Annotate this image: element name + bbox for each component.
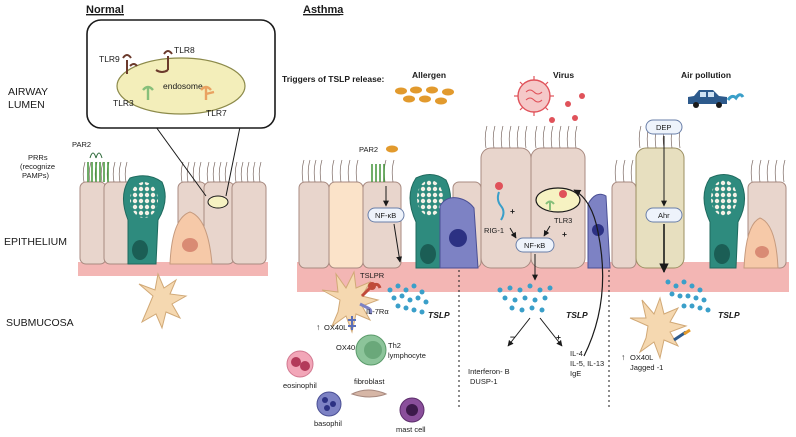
plus-sign-2: + (562, 229, 567, 239)
prr-receptors-normal (87, 162, 109, 182)
endosome-label: endosome (163, 81, 203, 91)
par2-label-asthma: PAR2 (359, 145, 378, 154)
mast-cell (399, 397, 425, 423)
prrs-label-3: PAMPs) (22, 171, 49, 180)
basophil-label: basophil (314, 419, 342, 428)
basal-cell-normal (169, 211, 213, 265)
tlr3-label-asthma: TLR3 (554, 216, 572, 225)
th2-label-2: lymphocyte (388, 351, 426, 360)
rig1-receptor (496, 191, 505, 221)
ox40l-label-1: OX40L (324, 323, 347, 332)
ox40-receptor (348, 316, 356, 330)
tlr3-receptor-asthma (545, 200, 555, 210)
virus-label: Virus (553, 70, 574, 80)
goblet-cell-normal (123, 175, 166, 265)
nfkb-pill-1 (367, 207, 405, 223)
damaged-cell-2 (587, 193, 611, 269)
jagged1-icon (673, 328, 691, 342)
il7ra-label: IL-7Rα (366, 307, 389, 316)
ox40-label: OX40 (336, 343, 355, 352)
dendritic-cell-normal (138, 272, 188, 330)
goblet-cell-asthma-2 (703, 174, 745, 269)
tslp-label-2: TSLP (566, 310, 588, 320)
plus-sign-3: + (556, 332, 561, 342)
tslpr-label: TSLPR (360, 271, 385, 280)
ahr-pill (645, 207, 683, 223)
normal-header: Normal (86, 4, 124, 16)
ahr-label: Ahr (658, 211, 670, 220)
tslp-cloud-1 (387, 283, 429, 315)
tlr3-label: TLR3 (113, 98, 134, 108)
th2-lymphocyte (355, 334, 387, 366)
tslp-label-3: TSLP (718, 310, 740, 320)
feedback-arrow (573, 189, 604, 357)
endosome-marker (207, 195, 229, 209)
airway-lumen-label-1: AIRWAY (8, 86, 48, 98)
tslp-cloud-2 (497, 283, 553, 313)
tlr8-icon (155, 50, 173, 73)
il7ra-receptor (359, 302, 373, 315)
par2-label-normal: PAR2 (72, 140, 91, 149)
up-arrow-2: ↑ (621, 352, 625, 362)
nfkb-label-2: NF-κB (524, 241, 545, 250)
nfkb-pill-2 (515, 237, 555, 253)
tlr8-label: TLR8 (174, 45, 195, 55)
par2-receptor-normal (89, 152, 103, 159)
allergen-label: Allergen (412, 70, 446, 80)
basal-cell-asthma (743, 217, 779, 269)
nfkb-label-1: NF-κB (375, 211, 396, 220)
prrs-label-2: (recognize (20, 162, 55, 171)
tslp-cloud-3 (665, 279, 711, 313)
up-arrow-1: ↑ (316, 322, 320, 332)
minus-sign: − (510, 332, 515, 342)
il5-label: IL-5, IL-13 (570, 359, 604, 368)
basophil-cell (316, 391, 342, 417)
tlr3-icon (142, 85, 154, 100)
mast-cell-label: mast cell (396, 425, 426, 434)
endosome-asthma (535, 187, 581, 213)
rig1-label: RIG-1 (484, 226, 504, 235)
allergen-icon (395, 86, 454, 105)
triggers-heading: Triggers of TSLP release: (282, 74, 385, 84)
air-pollution-label: Air pollution (681, 70, 731, 80)
tslp-label-1: TSLP (428, 310, 450, 320)
il4-label: IL-4 (570, 349, 583, 358)
asthma-header: Asthma (303, 4, 344, 16)
ox40l-label-2: OX40L (630, 353, 653, 362)
submucosa-label: SUBMUCOSA (6, 317, 74, 329)
plus-sign-1: + (510, 206, 515, 216)
damaged-cell-1 (439, 197, 479, 269)
fibroblast-label: fibroblast (354, 377, 385, 386)
basement-membrane-normal (78, 262, 268, 276)
cilia-normal (82, 161, 262, 183)
dendritic-cell-asthma-1 (321, 270, 380, 334)
dusp-label: DUSP-1 (470, 377, 498, 386)
tlr7-icon (200, 85, 215, 100)
dendritic-cell-asthma-2 (629, 296, 688, 360)
virus-particle-rig (495, 182, 503, 190)
tslpr-receptor (360, 282, 382, 298)
dep-pill (645, 119, 683, 135)
eosinophil-cell (286, 350, 314, 378)
allergen-particle (386, 145, 398, 153)
virus-particles (549, 93, 585, 123)
epithelium-label: EPITHELIUM (4, 236, 67, 248)
virus-icon (514, 76, 554, 116)
prrs-label-1: PRRs (28, 153, 48, 162)
jagged-label: Jagged -1 (630, 363, 663, 372)
tlr9-icon (122, 54, 138, 74)
tlr7-label: TLR7 (206, 108, 227, 118)
fibroblast-cell (350, 389, 388, 398)
prr-receptors-asthma (371, 164, 385, 182)
eosinophil-label: eosinophil (283, 381, 317, 390)
th2-label-1: Th2 (388, 341, 401, 350)
car-icon (688, 90, 745, 108)
airway-lumen-label-2: LUMEN (8, 99, 45, 111)
ige-label: IgE (570, 369, 581, 378)
tlr9-label: TLR9 (99, 54, 120, 64)
interferon-label: Interferon- B (468, 367, 510, 376)
dep-label: DEP (656, 123, 671, 132)
